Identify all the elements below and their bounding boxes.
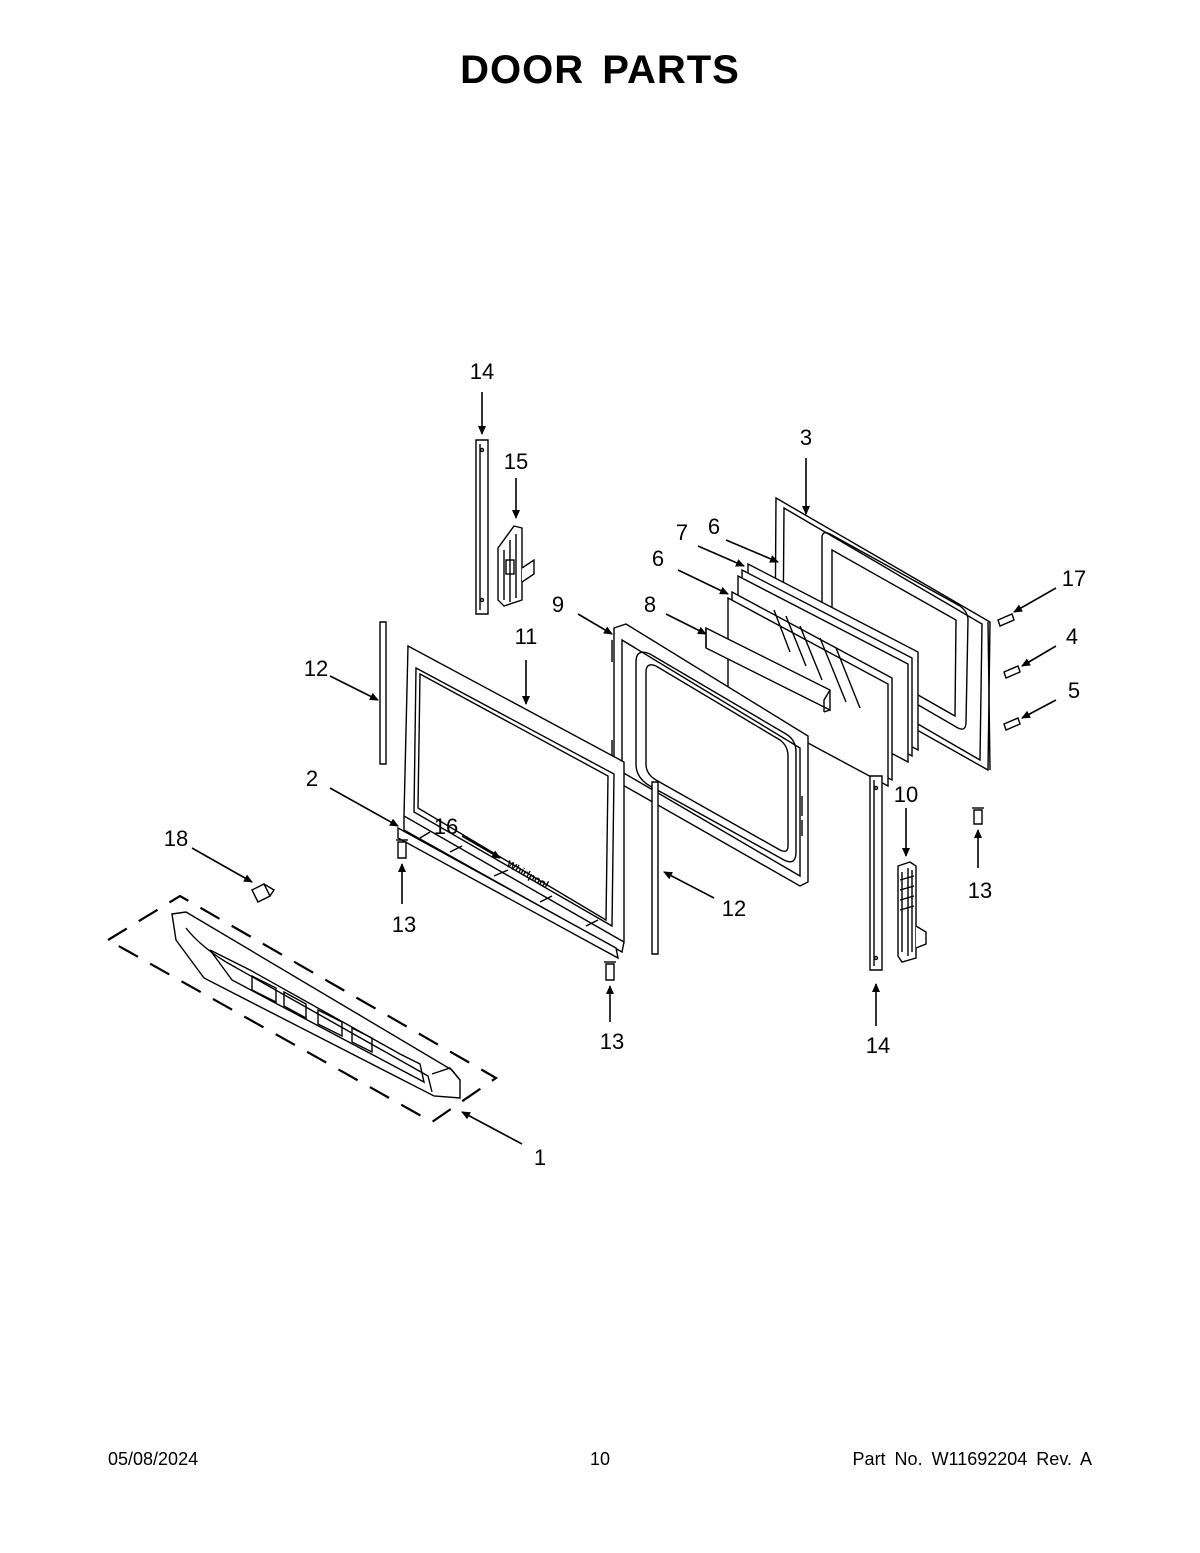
leader-12-right <box>663 871 715 899</box>
screw-13-right <box>972 807 984 825</box>
footer-part-number: Part No. W11692204 Rev. A <box>852 1449 1092 1469</box>
callout: 13 <box>968 878 992 903</box>
leader-6-upper <box>725 539 779 563</box>
door-hinge-upper <box>497 525 535 607</box>
screw-13-bottom <box>604 961 616 981</box>
callout: 4 <box>1066 624 1078 649</box>
leader-4 <box>1021 645 1057 667</box>
callout: 12 <box>722 896 746 921</box>
door-seal-left <box>379 621 387 765</box>
leader-7 <box>697 545 745 567</box>
door-bottom-trim <box>397 826 619 960</box>
door-hinge-lower <box>897 861 927 963</box>
leader-6-lower <box>677 569 729 595</box>
screw-17 <box>997 613 1015 627</box>
callout: 15 <box>504 449 528 474</box>
callout: 7 <box>676 520 688 545</box>
screw-18 <box>251 883 275 903</box>
leader-1 <box>461 1111 523 1145</box>
hinge-channel-upper <box>475 439 489 615</box>
leader-9 <box>577 613 613 635</box>
callout: 18 <box>164 826 188 851</box>
leader-8 <box>665 613 707 635</box>
screw-4 <box>1003 665 1021 679</box>
leader-2 <box>329 787 399 827</box>
leader-16 <box>461 835 501 859</box>
callout: 3 <box>800 425 812 450</box>
callout: 14 <box>866 1033 890 1058</box>
page-title: DOOR PARTS <box>460 48 740 92</box>
callout-labels: 14 15 3 7 6 6 17 9 8 11 4 12 5 2 10 16 1… <box>164 359 1086 1170</box>
callout: 10 <box>894 782 918 807</box>
handle-assembly-outline <box>105 894 499 1124</box>
callout: 16 <box>434 814 458 839</box>
callout: 2 <box>306 766 318 791</box>
callout: 1 <box>534 1145 546 1170</box>
callout: 9 <box>552 592 564 617</box>
callout: 17 <box>1062 566 1086 591</box>
outer-door-glass: Whirlpool <box>403 644 625 954</box>
callout: 6 <box>652 546 664 571</box>
callout: 5 <box>1068 678 1080 703</box>
footer-page-number: 10 <box>589 1449 611 1469</box>
callout: 8 <box>644 592 656 617</box>
callout: 13 <box>600 1029 624 1054</box>
door-seal-right <box>651 781 659 955</box>
door-frame <box>611 623 809 887</box>
callout: 12 <box>304 656 328 681</box>
leader-5 <box>1021 699 1057 719</box>
callout: 14 <box>470 359 494 384</box>
footer-date: 05/08/2024 <box>108 1449 199 1469</box>
screw-13-left <box>396 839 408 859</box>
callout: 6 <box>708 514 720 539</box>
leader-18 <box>191 847 253 883</box>
door-handle-trim <box>171 911 461 1099</box>
screw-5 <box>1003 717 1021 731</box>
callout: 11 <box>515 624 538 649</box>
callout: 13 <box>392 912 416 937</box>
leader-12-left <box>329 675 379 701</box>
leader-17 <box>1013 587 1057 613</box>
hinge-channel-lower <box>869 775 883 971</box>
insulation-block <box>705 626 831 713</box>
